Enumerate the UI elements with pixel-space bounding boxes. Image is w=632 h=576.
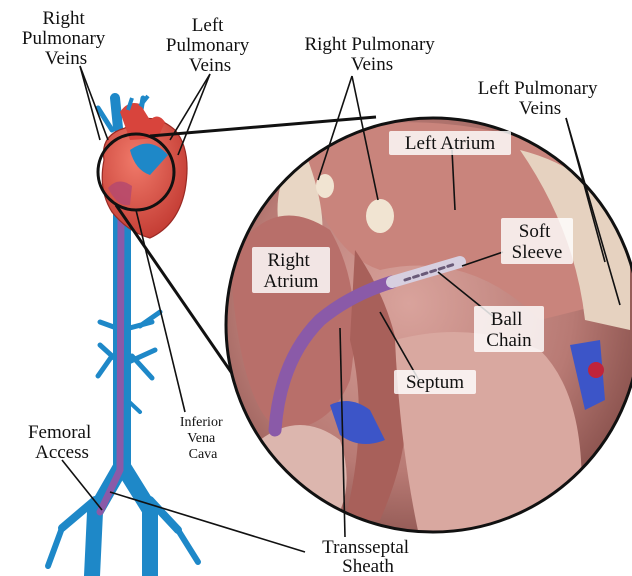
label-line: Access [35, 442, 89, 463]
label-line: Left [192, 15, 224, 36]
label-line: Right Pulmonary [304, 34, 435, 55]
label-line: Atrium [264, 271, 319, 292]
label-line: Sleeve [512, 242, 563, 263]
label-left-atrium: Left Atrium [405, 133, 495, 154]
label-right-pulmonary-veins-left: Right Pulmonary Veins [22, 8, 110, 69]
label-transseptal-sheath: Transseptal Sheath [322, 537, 414, 576]
label-soft-sleeve: Soft Sleeve [512, 221, 563, 263]
label-line: Pulmonary [22, 28, 106, 49]
label-line: Transseptal [322, 537, 409, 558]
label-line: Vena [187, 431, 216, 446]
label-line: Femoral [28, 422, 91, 443]
label-line: Cava [189, 447, 219, 462]
vein-ostium-1 [366, 199, 394, 233]
label-femoral-access: Femoral Access [28, 422, 96, 463]
label-line: Chain [486, 330, 532, 351]
label-right-atrium: Right Atrium [264, 250, 319, 292]
inset-view [220, 110, 632, 540]
label-right-pulmonary-veins-inset: Right Pulmonary Veins [304, 34, 439, 75]
label-line: Inferior [180, 415, 223, 430]
label-line: Ball [491, 309, 523, 330]
label-line: Right [268, 250, 311, 271]
label-line: Right [43, 8, 86, 29]
label-ball-chain: Ball Chain [486, 309, 532, 351]
label-inferior-vena-cava: Inferior Vena Cava [180, 415, 226, 462]
label-line: Veins [519, 98, 561, 119]
label-septum: Septum [406, 372, 464, 393]
label-left-pulmonary-veins-inset: Left Pulmonary Veins [478, 78, 603, 119]
label-line: Sheath [342, 556, 394, 576]
label-line: Veins [189, 55, 231, 76]
label-line: Pulmonary [166, 35, 250, 56]
label-line: Veins [351, 54, 393, 75]
label-line: Soft [519, 221, 551, 242]
label-left-pulmonary-veins-left: Left Pulmonary Veins [166, 15, 254, 76]
label-line: Veins [45, 48, 87, 69]
label-line: Left Pulmonary [478, 78, 598, 99]
